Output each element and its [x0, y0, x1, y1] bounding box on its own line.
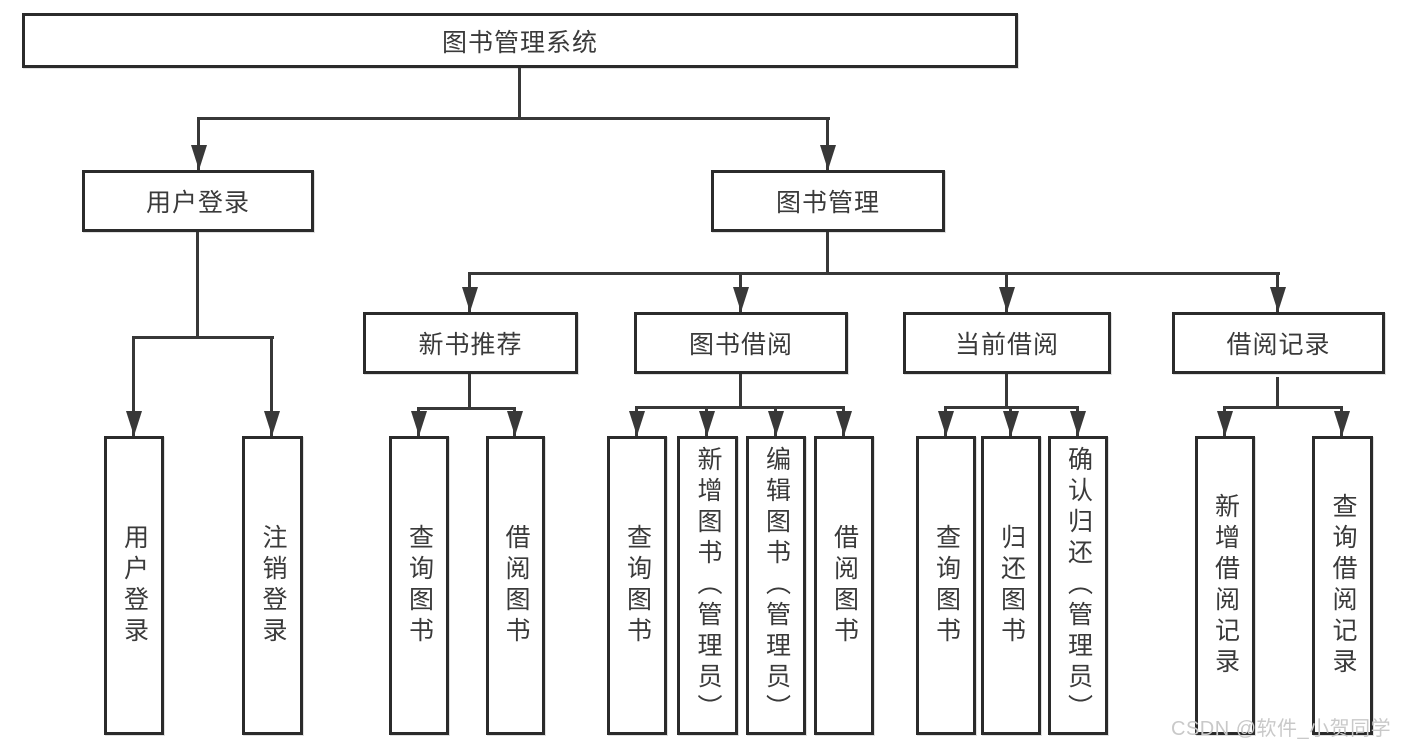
node-label: 借阅记录 [1226, 331, 1331, 359]
leaf-borrow-books-rec: 借阅图书 [486, 436, 545, 735]
node-library-management-system: 图书管理系统 [22, 13, 1018, 68]
node-label: 借阅图书 [830, 523, 859, 648]
connector-line [132, 336, 274, 339]
node-borrowing-records: 借阅记录 [1172, 312, 1385, 374]
arrow-down-icon [836, 411, 852, 436]
leaf-query-borrow-record: 查询借阅记录 [1312, 436, 1373, 735]
arrow-down-icon [1334, 411, 1350, 436]
node-label: 图书借阅 [688, 331, 793, 359]
connector-line [635, 406, 844, 409]
node-label: 图书管理 [775, 189, 880, 217]
node-book-borrowing: 图书借阅 [634, 312, 848, 374]
arrow-down-icon [999, 287, 1015, 312]
leaf-logout-login: 注销登录 [242, 436, 303, 735]
connector-line [196, 232, 199, 336]
node-label: 当前借阅 [954, 331, 1059, 359]
node-label: 新增图书（管理员） [694, 446, 722, 725]
node-label: 归还图书 [997, 523, 1026, 648]
node-user-login: 用户登录 [82, 170, 314, 232]
node-new-book-recommendation: 新书推荐 [363, 312, 578, 374]
connector-line [739, 374, 742, 406]
connector-line [1223, 406, 1342, 409]
node-label: 图书管理系统 [441, 28, 598, 57]
arrow-down-icon [733, 287, 749, 312]
leaf-return-books: 归还图书 [981, 436, 1041, 735]
leaf-add-borrow-record: 新增借阅记录 [1195, 436, 1255, 735]
connector-line [518, 68, 521, 117]
connector-line [1276, 377, 1279, 406]
leaf-edit-book-admin: 编辑图书（管理员） [746, 436, 806, 735]
node-label: 借阅图书 [502, 523, 530, 648]
node-book-management: 图书管理 [711, 170, 945, 232]
connector-line [197, 117, 830, 120]
leaf-confirm-return-admin: 确认归还（管理员） [1048, 436, 1108, 735]
leaf-borrow-books-borrow: 借阅图书 [814, 436, 874, 735]
arrow-down-icon [507, 411, 523, 436]
arrow-down-icon [264, 411, 280, 436]
node-label: 新增借阅记录 [1211, 492, 1240, 679]
leaf-user-login: 用户登录 [104, 436, 164, 735]
node-current-borrowing: 当前借阅 [903, 312, 1111, 374]
leaf-query-books-rec: 查询图书 [389, 436, 449, 735]
connector-line [468, 374, 471, 407]
node-label: 查询图书 [623, 523, 652, 648]
arrow-down-icon [126, 411, 142, 436]
arrow-down-icon [629, 411, 645, 436]
node-label: 新书推荐 [418, 331, 523, 359]
connector-line [270, 336, 273, 436]
node-label: 编辑图书（管理员） [762, 446, 791, 725]
node-label: 用户登录 [120, 523, 149, 648]
leaf-query-books-current: 查询图书 [916, 436, 976, 735]
arrow-down-icon [191, 145, 207, 170]
arrow-down-icon [1217, 411, 1233, 436]
arrow-down-icon [1270, 287, 1286, 312]
arrow-down-icon [411, 411, 427, 436]
leaf-add-book-admin: 新增图书（管理员） [677, 436, 738, 735]
connector-line [826, 117, 829, 170]
connector-line [132, 336, 135, 436]
node-label: 用户登录 [145, 189, 250, 217]
connector-line [1005, 374, 1008, 406]
csdn-watermark: CSDN @软件_小贺同学 [1171, 718, 1392, 740]
arrow-down-icon [938, 411, 954, 436]
arrow-down-icon [768, 411, 784, 436]
arrow-down-icon [1070, 411, 1086, 436]
arrow-down-icon [820, 145, 836, 170]
arrow-down-icon [699, 411, 715, 436]
connector-line [197, 117, 200, 170]
connector-line [468, 272, 1280, 275]
node-label: 查询借阅记录 [1329, 492, 1357, 679]
arrow-down-icon [1003, 411, 1019, 436]
node-label: 确认归还（管理员） [1064, 446, 1093, 725]
arrow-down-icon [462, 287, 478, 312]
node-label: 查询图书 [405, 523, 434, 648]
leaf-query-books-borrow: 查询图书 [607, 436, 667, 735]
connector-line [826, 232, 829, 272]
node-label: 查询图书 [932, 523, 961, 648]
connector-line [417, 407, 515, 410]
node-label: 注销登录 [259, 523, 287, 648]
